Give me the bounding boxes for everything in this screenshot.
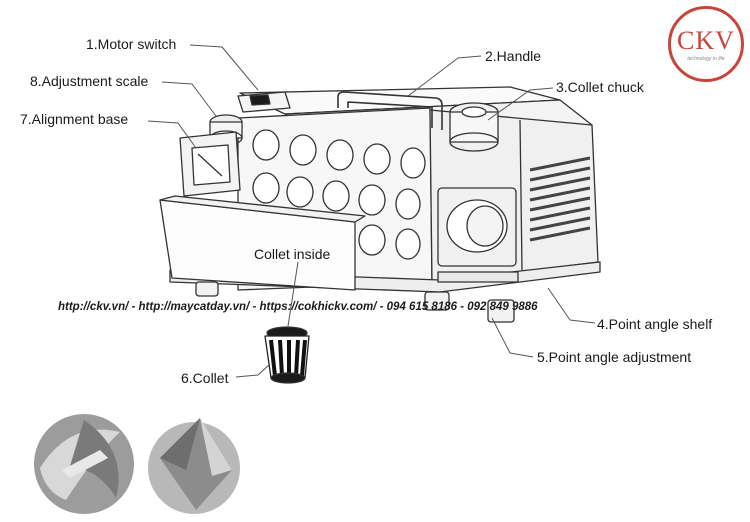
drill-tip-photo-2 [148, 418, 240, 514]
label-collet-inside: Collet inside [254, 246, 331, 262]
vent-slots [529, 156, 591, 242]
drill-tip-photo-1 [34, 414, 134, 514]
alignment-base [179, 131, 241, 197]
label-point-angle-adjustment: 5.Point angle adjustment [537, 349, 692, 365]
logo-ring [668, 6, 744, 82]
logo-text: CKV [677, 26, 735, 55]
label-point-angle-shelf: 4.Point angle shelf [597, 316, 713, 332]
collet-chuck [449, 102, 499, 152]
ckv-logo: CKV technology in life [668, 6, 744, 82]
panel-holes [252, 129, 426, 260]
label-adjustment-scale: 8.Adjustment scale [30, 73, 149, 89]
logo-tagline: technology in life [687, 56, 725, 62]
leader-lines [147, 44, 596, 378]
collet-part [264, 326, 310, 384]
label-collet-chuck: 3.Collet chuck [556, 79, 644, 95]
label-handle: 2.Handle [485, 48, 542, 64]
handle [337, 91, 443, 130]
label-motor-switch: 1.Motor switch [86, 36, 177, 52]
motor-switch [237, 91, 291, 113]
watermark-links: http://ckv.vn/ - http://maycatday.vn/ - … [58, 301, 538, 313]
label-alignment-base: 7.Alignment base [20, 111, 129, 127]
grinding-port [437, 187, 519, 283]
machine-feet [195, 281, 515, 323]
label-collet: 6.Collet [181, 370, 229, 386]
collet-tray [159, 195, 366, 291]
